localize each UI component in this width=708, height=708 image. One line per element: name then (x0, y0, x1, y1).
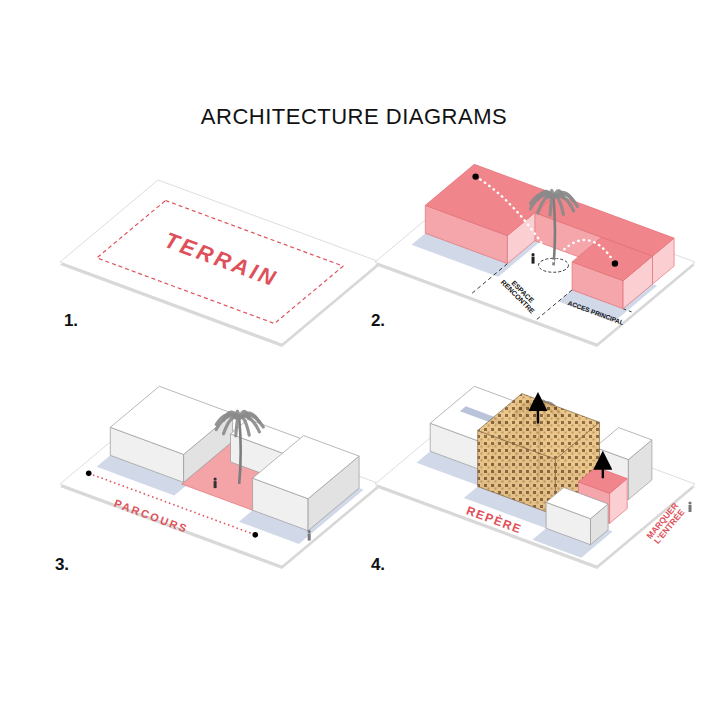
white-block (595, 428, 652, 460)
panel-4 (375, 386, 695, 569)
person-figure (308, 534, 311, 541)
white-block (253, 436, 360, 499)
page-title: ARCHITECTURE DIAGRAMS (0, 104, 708, 130)
person-figure (214, 481, 217, 488)
palm-frond (550, 197, 553, 216)
panel-3 (60, 386, 380, 569)
white-block (110, 386, 232, 454)
palm-frond (553, 197, 563, 215)
dashed-axis (537, 290, 572, 320)
panel-number: 4. (371, 556, 385, 574)
site-boundary (97, 201, 343, 324)
panel-number: 1. (64, 312, 78, 330)
dotted-route (476, 177, 615, 264)
pink-massing (572, 237, 652, 280)
person-figure (531, 253, 534, 256)
up-arrow (602, 460, 604, 478)
person-figure (688, 501, 691, 504)
path-dot (252, 532, 258, 538)
panel-1 (60, 180, 380, 347)
white-block (546, 488, 608, 519)
palm-frond (239, 417, 249, 435)
person-figure (214, 478, 217, 481)
palm-frond (553, 192, 573, 201)
palm-trunk (553, 197, 555, 265)
palm-frond (239, 413, 259, 422)
path-dot (472, 173, 478, 179)
panel-number: 2. (371, 312, 385, 330)
panel-2 (375, 164, 695, 347)
site-plate (60, 180, 380, 344)
up-arrow (537, 402, 539, 424)
person-figure (532, 257, 535, 264)
path-dot (86, 471, 92, 477)
path-dot (612, 260, 618, 266)
palm-trunk (239, 418, 241, 484)
dashed-axis (623, 309, 632, 312)
lattice-face (478, 394, 600, 460)
palm-frond (236, 417, 239, 436)
panel-number: 3. (55, 556, 69, 574)
site-plate (60, 402, 380, 566)
person-figure (308, 530, 311, 533)
person-figure (689, 505, 692, 512)
